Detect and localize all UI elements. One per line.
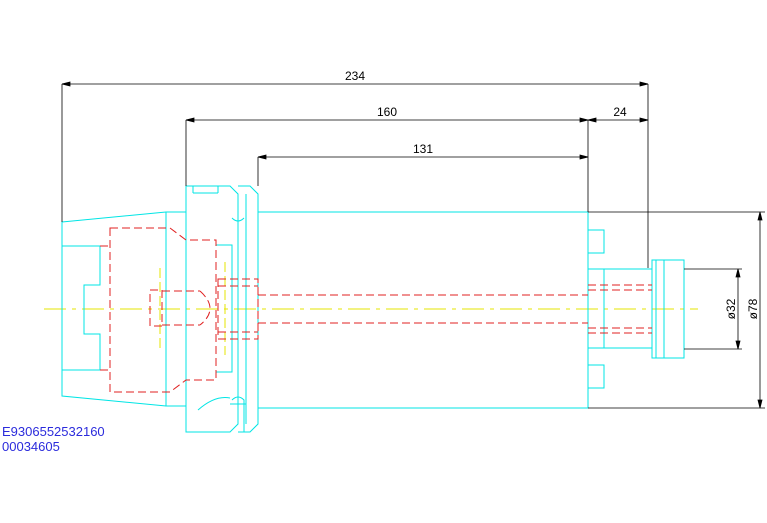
- dim-length-24: 24: [613, 105, 627, 119]
- hidden-lines: [100, 227, 652, 393]
- dim-diameter-78: ø78: [746, 298, 760, 319]
- dim-length-131: 131: [413, 142, 433, 156]
- part-code-secondary: 00034605: [2, 439, 60, 454]
- dimension-lines: [61, 81, 765, 409]
- dim-length-160: 160: [377, 105, 397, 119]
- part-code-primary: E9306552532160: [2, 424, 105, 439]
- part-outline: [61, 185, 685, 433]
- dim-overall-length: 234: [345, 69, 365, 83]
- dim-diameter-32: ø32: [724, 298, 738, 319]
